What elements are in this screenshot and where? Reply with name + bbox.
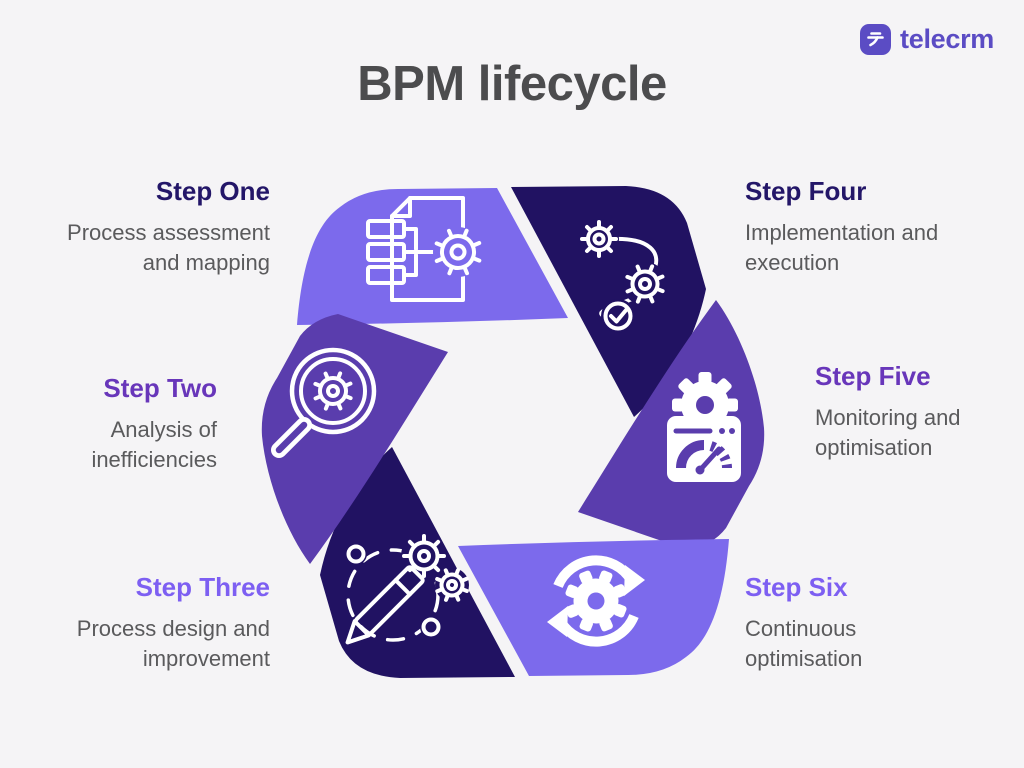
browser-speedometer-icon (667, 372, 741, 482)
segment-step-four (511, 186, 706, 417)
step-two-description: Analysis of inefficiencies (91, 417, 217, 472)
step-six-description: Continuous optimisation (745, 616, 863, 671)
gear-refresh-icon (547, 555, 645, 647)
brand-logo: telecrm (860, 24, 994, 55)
segment-step-one (297, 188, 568, 325)
segment-step-two (261, 314, 448, 564)
brand-name: telecrm (900, 24, 994, 54)
step-three-description: Process design and improvement (76, 616, 270, 671)
step-one-description: Process assessment and mapping (67, 220, 270, 275)
step-six-heading: Step Six (745, 572, 848, 602)
telecrm-icon (860, 24, 892, 55)
step-two-block: Step Two Analysis of inefficiencies (27, 374, 217, 475)
step-four-heading: Step Four (745, 176, 867, 206)
page-title: BPM lifecycle (357, 57, 667, 111)
step-five-heading: Step Five (815, 361, 931, 391)
workflow-check-icon (579, 219, 667, 333)
step-two-heading: Step Two (103, 373, 217, 403)
step-five-description: Monitoring and optimisation (815, 405, 961, 460)
pencil-gears-icon (345, 533, 469, 645)
step-four-block: Step Four Implementation and execution (745, 177, 975, 278)
step-six-block: Step Six Continuous optimisation (745, 573, 945, 674)
step-three-heading: Step Three (135, 572, 270, 602)
telecrm-glyph (867, 32, 884, 47)
step-one-heading: Step One (155, 176, 270, 206)
step-three-block: Step Three Process design and improvemen… (30, 573, 270, 674)
document-gear-icon (366, 196, 483, 302)
step-five-block: Step Five Monitoring and optimisation (815, 362, 990, 463)
step-one-block: Step One Process assessment and mapping (30, 177, 270, 278)
magnifier-gear-icon (271, 347, 377, 458)
step-four-description: Implementation and execution (745, 220, 939, 275)
